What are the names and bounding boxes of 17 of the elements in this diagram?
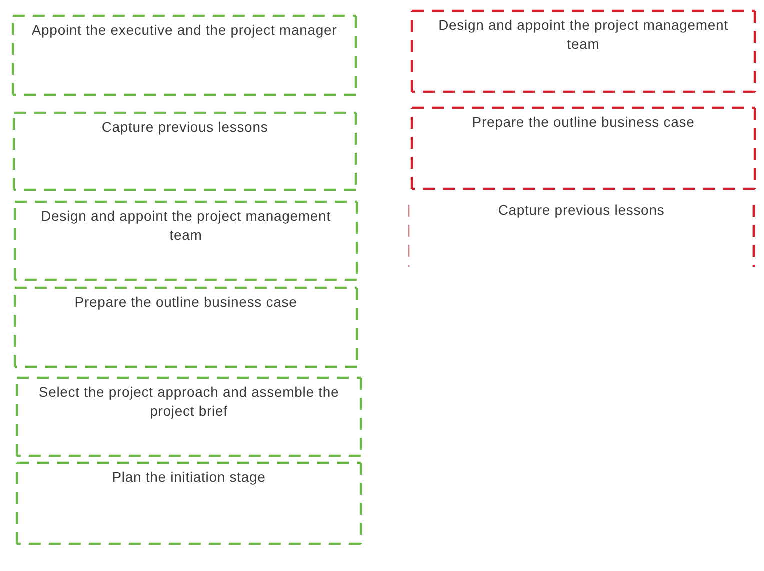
step-label: Design and appoint the project management team <box>438 16 730 54</box>
process-box <box>411 10 756 93</box>
step-label: Capture previous lessons <box>497 201 666 220</box>
process-box <box>13 112 357 191</box>
process-box <box>16 462 362 545</box>
step-label: Plan the initiation stage <box>111 468 267 487</box>
step-label: Design and appoint the project management team <box>40 207 332 245</box>
step-label: Prepare the outline business case <box>74 293 298 312</box>
step-label: Prepare the outline business case <box>471 113 696 132</box>
step-label: Select the project approach and assemble the project brief <box>38 383 340 421</box>
process-box <box>14 201 358 281</box>
step-label: Capture previous lessons <box>100 118 270 137</box>
process-box <box>12 15 357 96</box>
process-box <box>16 377 362 457</box>
process-box <box>14 287 358 368</box>
process-box <box>411 107 756 190</box>
step-label: Appoint the executive and the project manager <box>30 21 338 40</box>
